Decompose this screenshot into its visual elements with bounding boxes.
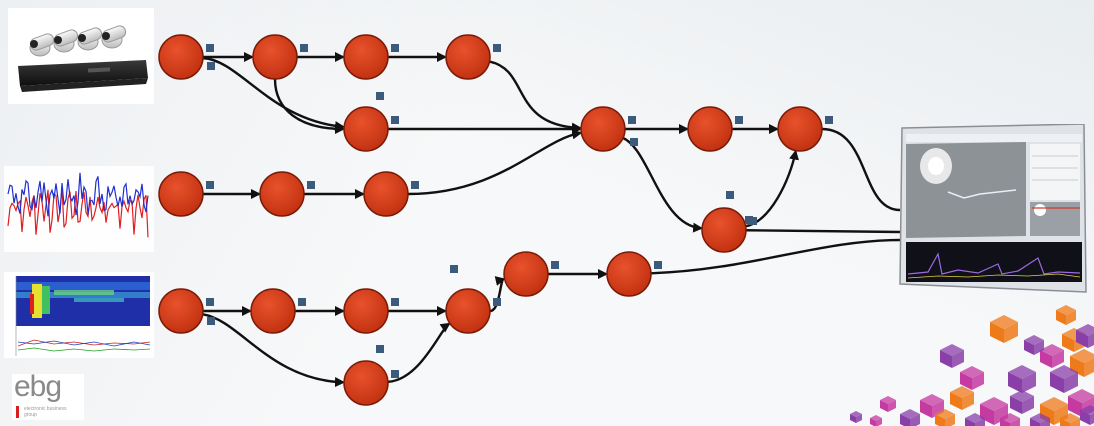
logo-text: ebg	[14, 370, 62, 403]
node-a3	[343, 34, 389, 80]
node-c4	[445, 288, 491, 334]
edge-m4-output	[745, 229, 901, 234]
edge-a4-m1	[489, 60, 583, 133]
port-marker-b2	[307, 181, 315, 189]
port-marker-c2	[298, 298, 306, 306]
edge-a2-a5	[273, 78, 345, 134]
cube-0	[990, 315, 1018, 343]
node-c1	[158, 288, 204, 334]
port-marker-b3	[411, 181, 419, 189]
port-marker-extra-0	[207, 62, 215, 70]
port-marker-a3	[391, 44, 399, 52]
cctv-camera-panel	[8, 8, 154, 104]
node-b2	[259, 171, 305, 217]
waveform-icon	[7, 172, 149, 238]
cube-11	[1010, 390, 1034, 414]
edge-c4-c6	[489, 276, 506, 313]
cube-22	[850, 411, 862, 423]
edge-m3-output	[821, 127, 901, 212]
cube-25	[1056, 305, 1076, 325]
cube-6	[1008, 365, 1036, 393]
cube-16	[935, 409, 955, 426]
cube-5	[960, 366, 984, 390]
node-a4	[445, 34, 491, 80]
cube-7	[1050, 365, 1078, 393]
logo-subtitle: electronic business group	[24, 406, 67, 418]
cube-24	[1024, 335, 1044, 355]
cube-21	[1080, 405, 1094, 425]
node-b1	[158, 171, 204, 217]
port-marker-extra-4	[745, 216, 753, 224]
port-marker-extra-5	[207, 317, 215, 325]
node-c3	[343, 288, 389, 334]
port-marker-c1	[206, 298, 214, 306]
port-marker-a4	[493, 44, 501, 52]
node-m1	[580, 106, 626, 152]
cube-23	[870, 415, 882, 426]
port-marker-a5	[391, 116, 399, 124]
cube-3	[1070, 349, 1094, 377]
port-marker-b1	[206, 181, 214, 189]
analysis-dashboard	[898, 124, 1088, 294]
port-marker-extra-6	[376, 345, 384, 353]
node-a1	[158, 34, 204, 80]
cube-9	[950, 386, 974, 410]
port-marker-extra-1	[376, 92, 384, 100]
signal-waveform-panel	[4, 166, 154, 252]
port-marker-m3	[825, 116, 833, 124]
node-c7	[606, 251, 652, 297]
edge-b3-m1	[407, 129, 583, 196]
cube-4	[940, 344, 964, 368]
cube-1	[1040, 344, 1064, 368]
ebg-logo: ebg electronic business group	[12, 370, 84, 420]
cctv-camera-icon	[18, 25, 148, 92]
node-c6	[503, 251, 549, 297]
node-m3	[777, 106, 823, 152]
node-c5	[343, 360, 389, 406]
port-marker-a2	[300, 44, 308, 52]
cube-12	[1040, 397, 1068, 425]
node-m2	[687, 106, 733, 152]
node-b3	[363, 171, 409, 217]
cube-20	[1060, 413, 1080, 426]
cube-14	[880, 396, 896, 412]
cube-15	[900, 409, 920, 426]
port-marker-extra-2	[630, 138, 638, 146]
spectrogram-icon	[15, 276, 151, 356]
edge-c5-c4	[387, 322, 451, 383]
cube-19	[1030, 413, 1050, 426]
logo-accent-bar	[16, 406, 19, 418]
port-marker-c4	[493, 298, 501, 306]
dashboard-monitor-icon	[899, 124, 1087, 293]
port-marker-extra-7	[450, 265, 458, 273]
port-marker-c3	[391, 298, 399, 306]
node-c2	[250, 288, 296, 334]
port-marker-extra-3	[726, 191, 734, 199]
port-marker-a1	[206, 44, 214, 52]
port-marker-m1	[628, 116, 636, 124]
port-marker-m2	[735, 116, 743, 124]
port-marker-c6	[551, 261, 559, 269]
edge-c7-output	[650, 238, 901, 275]
node-a2	[252, 34, 298, 80]
port-marker-c5	[391, 370, 399, 378]
node-m4	[701, 207, 747, 253]
edge-c1-c5	[202, 313, 346, 388]
edge-a1-a5	[202, 56, 346, 132]
cube-26	[1076, 324, 1094, 348]
node-a5	[343, 106, 389, 152]
port-marker-c7	[654, 261, 662, 269]
spectrogram-panel	[4, 272, 154, 358]
cube-17	[965, 413, 985, 426]
cube-18	[1000, 413, 1020, 426]
